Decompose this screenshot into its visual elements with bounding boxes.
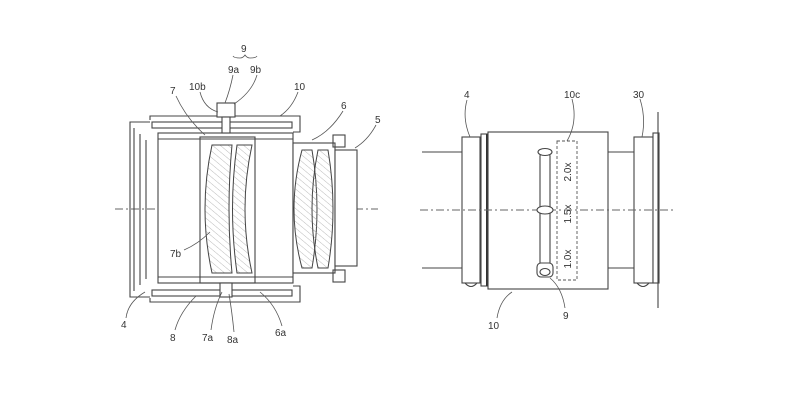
- outer-barrel-top: [149, 115, 301, 133]
- lens-7c: [232, 144, 253, 274]
- scale-mark-1-5x: 1.5x: [563, 205, 574, 224]
- mount-plate: [652, 132, 660, 284]
- label-5: 5: [375, 115, 381, 126]
- label-9b: 9b: [250, 65, 262, 76]
- mount-clamp-top: [332, 134, 346, 148]
- exterior-view: 2.0x 1.5x 1.0x 4 10c 30 10 9: [420, 90, 676, 332]
- label-9a: 9a: [228, 65, 240, 76]
- label-10c: 10c: [564, 90, 580, 101]
- label-9-right: 9: [563, 311, 569, 322]
- label-10b: 10b: [189, 82, 206, 93]
- rear-flange: [129, 121, 150, 298]
- knob-pin-9a: [221, 116, 231, 134]
- lens-7b: [204, 144, 233, 274]
- rear-flange-ridges: [133, 128, 147, 291]
- label-6a: 6a: [275, 328, 287, 339]
- label-7: 7: [170, 86, 176, 97]
- label-30: 30: [633, 90, 645, 101]
- label-7b: 7b: [170, 249, 182, 260]
- label-4: 4: [121, 320, 127, 331]
- cross-section-view: 9 9a 9b 10b 10 7 6 5 7b 4 8 7a 8a 6a: [115, 44, 381, 346]
- label-10-right: 10: [488, 321, 500, 332]
- mount-clamp-bottom: [332, 269, 346, 283]
- zoom-knob-9: [216, 102, 236, 118]
- scale-mark-2x: 2.0x: [563, 163, 574, 182]
- label-8a: 8a: [227, 335, 239, 346]
- label-9: 9: [241, 44, 247, 55]
- mount-5: [334, 149, 358, 267]
- front-lens-2: [311, 149, 334, 269]
- label-6: 6: [341, 101, 347, 112]
- scale-mark-1x: 1.0x: [563, 250, 574, 269]
- pin-7a-8a: [219, 282, 233, 298]
- label-8: 8: [170, 333, 176, 344]
- label-10: 10: [294, 82, 306, 93]
- zoom-knob-9[interactable]: [536, 262, 554, 278]
- brace-9: [232, 54, 258, 59]
- label-7a: 7a: [202, 333, 214, 344]
- outer-barrel-bottom: [149, 285, 301, 303]
- ring-4-foot: [464, 282, 478, 288]
- label-4-right: 4: [464, 90, 470, 101]
